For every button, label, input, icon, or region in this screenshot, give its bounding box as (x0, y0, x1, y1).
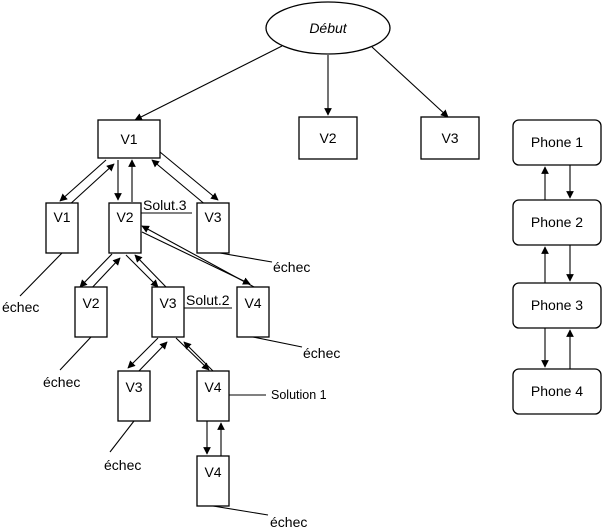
echec-label-4: échec (303, 345, 340, 361)
edge-v1-to-left (59, 159, 107, 202)
echec-line-6 (212, 505, 269, 516)
root-node: Début (265, 1, 391, 55)
tree-node-v3-right: V3 (196, 202, 230, 254)
level1-node-v3: V3 (420, 116, 480, 160)
tree-label-v3-low: V3 (159, 295, 176, 311)
edges-v2-children (79, 225, 257, 293)
tree-node-v4-low: V4 (236, 286, 270, 338)
echec-label-2: échec (273, 259, 310, 275)
tree-label-v3-right: V3 (204, 209, 221, 225)
edges-v3-children (127, 337, 217, 375)
edges-v1-children (59, 151, 219, 207)
solut2-label: Solut.2 (186, 292, 230, 308)
tree-node-v1-left: V1 (45, 202, 79, 254)
phone-node-3: Phone 3 (512, 282, 602, 329)
tree-node-v2-mid: V2 (108, 202, 142, 254)
echec-label-5: échec (104, 457, 141, 473)
solution1-label: Solution 1 (271, 388, 327, 402)
root-edges (134, 45, 449, 121)
tree-node-v4-deep: V4 (196, 370, 230, 422)
echec-line-1 (19, 252, 63, 297)
tree-label-v3-deep: V3 (125, 379, 142, 395)
echec-line-2 (219, 252, 273, 263)
tree-node-v3-deep: V3 (117, 370, 151, 422)
edge-v4low-to-v2 (141, 225, 257, 289)
edge-right-to-v1 (151, 159, 208, 207)
level1-label-v2: V2 (319, 130, 336, 146)
tree-node-v2-low: V2 (74, 286, 108, 338)
phone-node-2: Phone 2 (512, 199, 602, 246)
root-label: Début (309, 20, 347, 36)
edge-v3low-to-v3deep (127, 337, 159, 369)
tree-node-v3-low: V3 (151, 286, 185, 338)
tree-label-v2-low: V2 (82, 295, 99, 311)
edge-v2-to-v3low (125, 254, 159, 288)
edge-v3low-to-v4deep (175, 337, 210, 371)
level1-node-v1: V1 (97, 119, 161, 159)
phone-node-1: Phone 1 (512, 119, 602, 166)
edge-v2low-to-v2 (87, 257, 121, 293)
edge-v1-to-right (159, 151, 219, 201)
edge-v4deep-to-v3low (183, 341, 217, 375)
echec-line-3 (59, 336, 92, 371)
edge-root-v3 (371, 46, 449, 118)
level1-label-v1: V1 (120, 131, 137, 147)
level1-label-v3: V3 (441, 130, 458, 146)
phone-label-1: Phone 1 (531, 134, 583, 150)
edge-v3deep-to-v3low (135, 341, 168, 375)
edge-left-to-v1 (67, 163, 115, 207)
tree-label-v2-mid: V2 (116, 209, 133, 225)
echec-line-4 (252, 336, 303, 348)
phone-label-3: Phone 3 (531, 297, 583, 313)
tree-node-v4-last: V4 (196, 455, 230, 507)
edge-v2-to-v2low (79, 253, 113, 288)
phone-edges (541, 165, 574, 369)
solut3-label: Solut.3 (143, 197, 187, 213)
echec-line-5 (109, 420, 135, 453)
tree-label-v4-last: V4 (204, 464, 221, 480)
echec-label-3: échec (43, 374, 80, 390)
echec-label-1: échec (2, 299, 39, 315)
tree-label-v4-low: V4 (244, 295, 261, 311)
echec-label-6: échec (270, 514, 307, 530)
phone-label-4: Phone 4 (531, 383, 583, 399)
level1-node-v2: V2 (298, 116, 358, 160)
phone-node-4: Phone 4 (512, 368, 602, 415)
edge-root-v1 (134, 45, 283, 121)
phone-label-2: Phone 2 (531, 214, 583, 230)
tree-label-v4-deep: V4 (204, 379, 221, 395)
edges-v4-children (203, 421, 225, 456)
edge-v3low-to-v2 (134, 254, 167, 288)
tree-label-v1-left: V1 (53, 209, 70, 225)
